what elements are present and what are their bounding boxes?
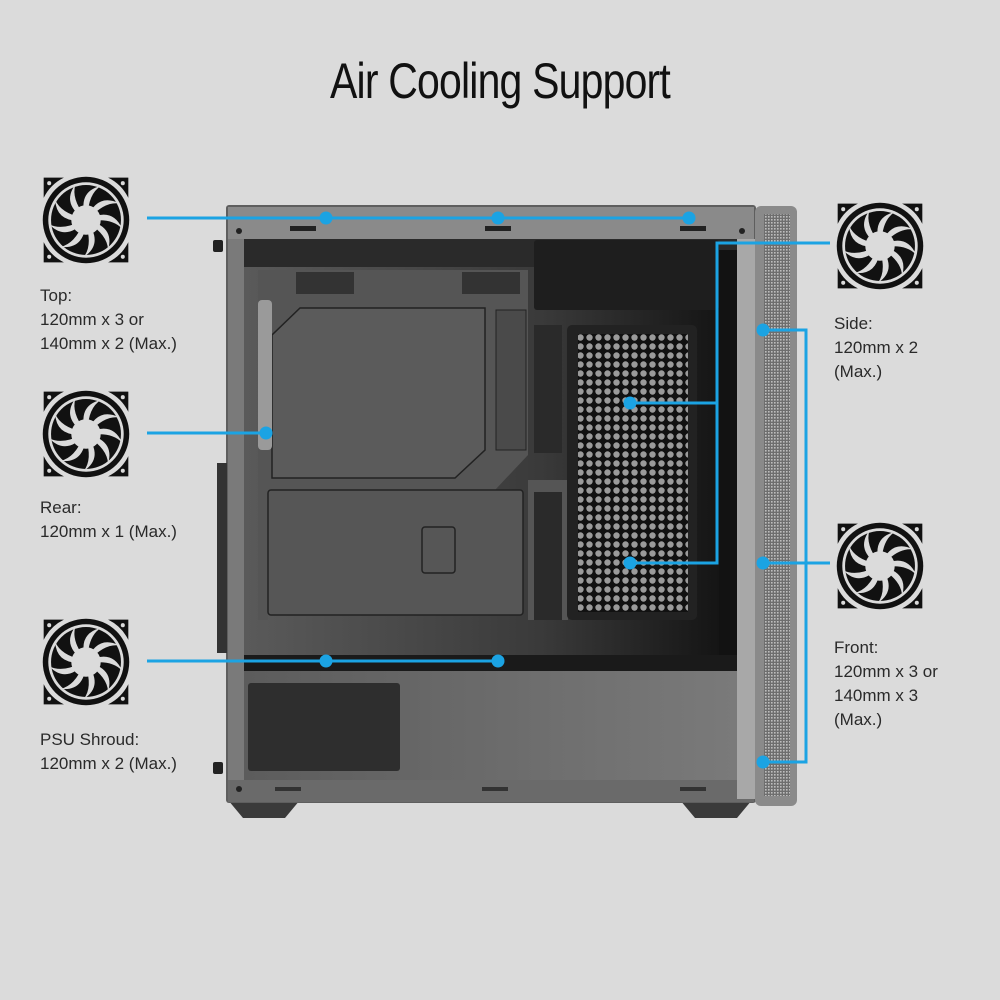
front-mount-point-1 xyxy=(756,323,770,337)
top-mount-point-2 xyxy=(491,211,505,225)
front-mount-label: Front: 120mm x 3 or 140mm x 3 (Max.) xyxy=(834,638,938,729)
side-mount-point-1 xyxy=(623,396,637,410)
psu-mount-point-2 xyxy=(491,654,505,668)
fan-icon xyxy=(834,200,926,292)
side-mount-point-2 xyxy=(623,556,637,570)
rear-mount-point xyxy=(259,426,273,440)
fan-icon xyxy=(40,388,132,480)
fan-icon xyxy=(40,174,132,266)
top-mount-label: Top: 120mm x 3 or 140mm x 2 (Max.) xyxy=(40,286,177,353)
top-mount-point-1 xyxy=(319,211,333,225)
front-mount-point-3 xyxy=(756,755,770,769)
rear-mount-label: Rear: 120mm x 1 (Max.) xyxy=(40,498,177,541)
page-title: Air Cooling Support xyxy=(330,53,671,109)
fan-icon xyxy=(834,520,926,612)
front-mount-point-2 xyxy=(756,556,770,570)
psu-shroud-mount-label: PSU Shroud: 120mm x 2 (Max.) xyxy=(40,730,177,773)
fan-icon xyxy=(40,616,132,708)
top-mount-point-3 xyxy=(682,211,696,225)
side-mount-label: Side: 120mm x 2 (Max.) xyxy=(834,314,919,381)
psu-mount-point-1 xyxy=(319,654,333,668)
